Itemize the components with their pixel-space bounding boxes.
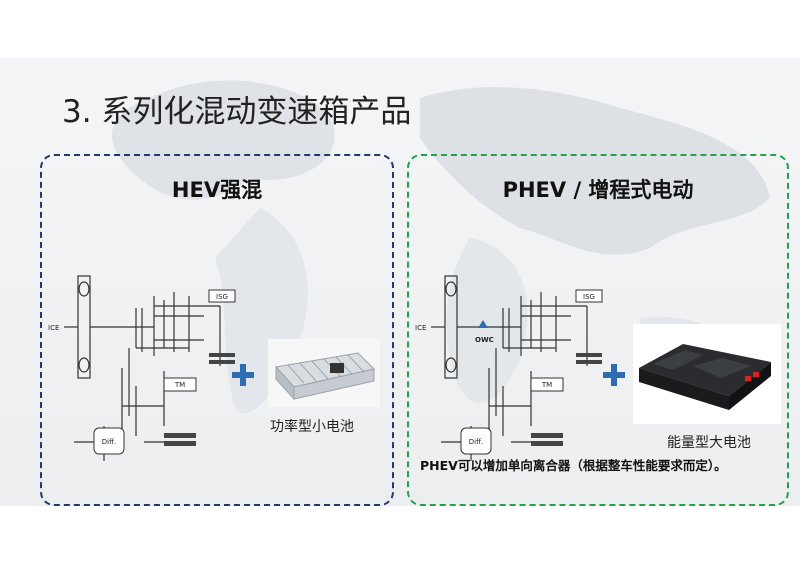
hev-battery-image bbox=[268, 339, 380, 407]
plus-icon bbox=[232, 364, 254, 386]
slide: 3. 系列化混动变速箱产品 HEV强混 bbox=[0, 58, 800, 506]
hev-battery-caption: 功率型小电池 bbox=[270, 419, 354, 435]
panel-hev: HEV强混 bbox=[40, 154, 394, 506]
hev-transmission-diagram: ISG TM Diff. ICE bbox=[48, 275, 236, 461]
panel-hev-title: HEV强混 bbox=[171, 178, 263, 202]
hev-diff-label: Diff. bbox=[102, 438, 116, 446]
phev-battery-image bbox=[633, 324, 781, 424]
slide-title: 3. 系列化混动变速箱产品 bbox=[62, 94, 412, 130]
phev-battery-caption: 能量型大电池 bbox=[667, 435, 751, 451]
phev-tm-label: TM bbox=[541, 381, 552, 389]
phev-owc-label: OWC bbox=[475, 336, 494, 344]
hev-tm-label: TM bbox=[174, 381, 185, 389]
owc-triangle-icon bbox=[478, 320, 488, 328]
phev-diff-label: Diff. bbox=[469, 438, 483, 446]
footnote: PHEV可以增加单向离合器（根据整车性能要求而定）。 bbox=[420, 458, 727, 473]
hev-ice-label: ICE bbox=[48, 324, 59, 332]
phev-transmission-diagram: OWC ISG TM Diff. ICE bbox=[415, 275, 603, 461]
hev-isg-label: ISG bbox=[216, 293, 228, 301]
phev-ice-label: ICE bbox=[415, 324, 426, 332]
plus-icon bbox=[603, 364, 625, 386]
panel-phev: PHEV / 增程式电动 bbox=[407, 154, 789, 506]
phev-isg-label: ISG bbox=[583, 293, 595, 301]
panel-phev-title: PHEV / 增程式电动 bbox=[502, 178, 694, 202]
